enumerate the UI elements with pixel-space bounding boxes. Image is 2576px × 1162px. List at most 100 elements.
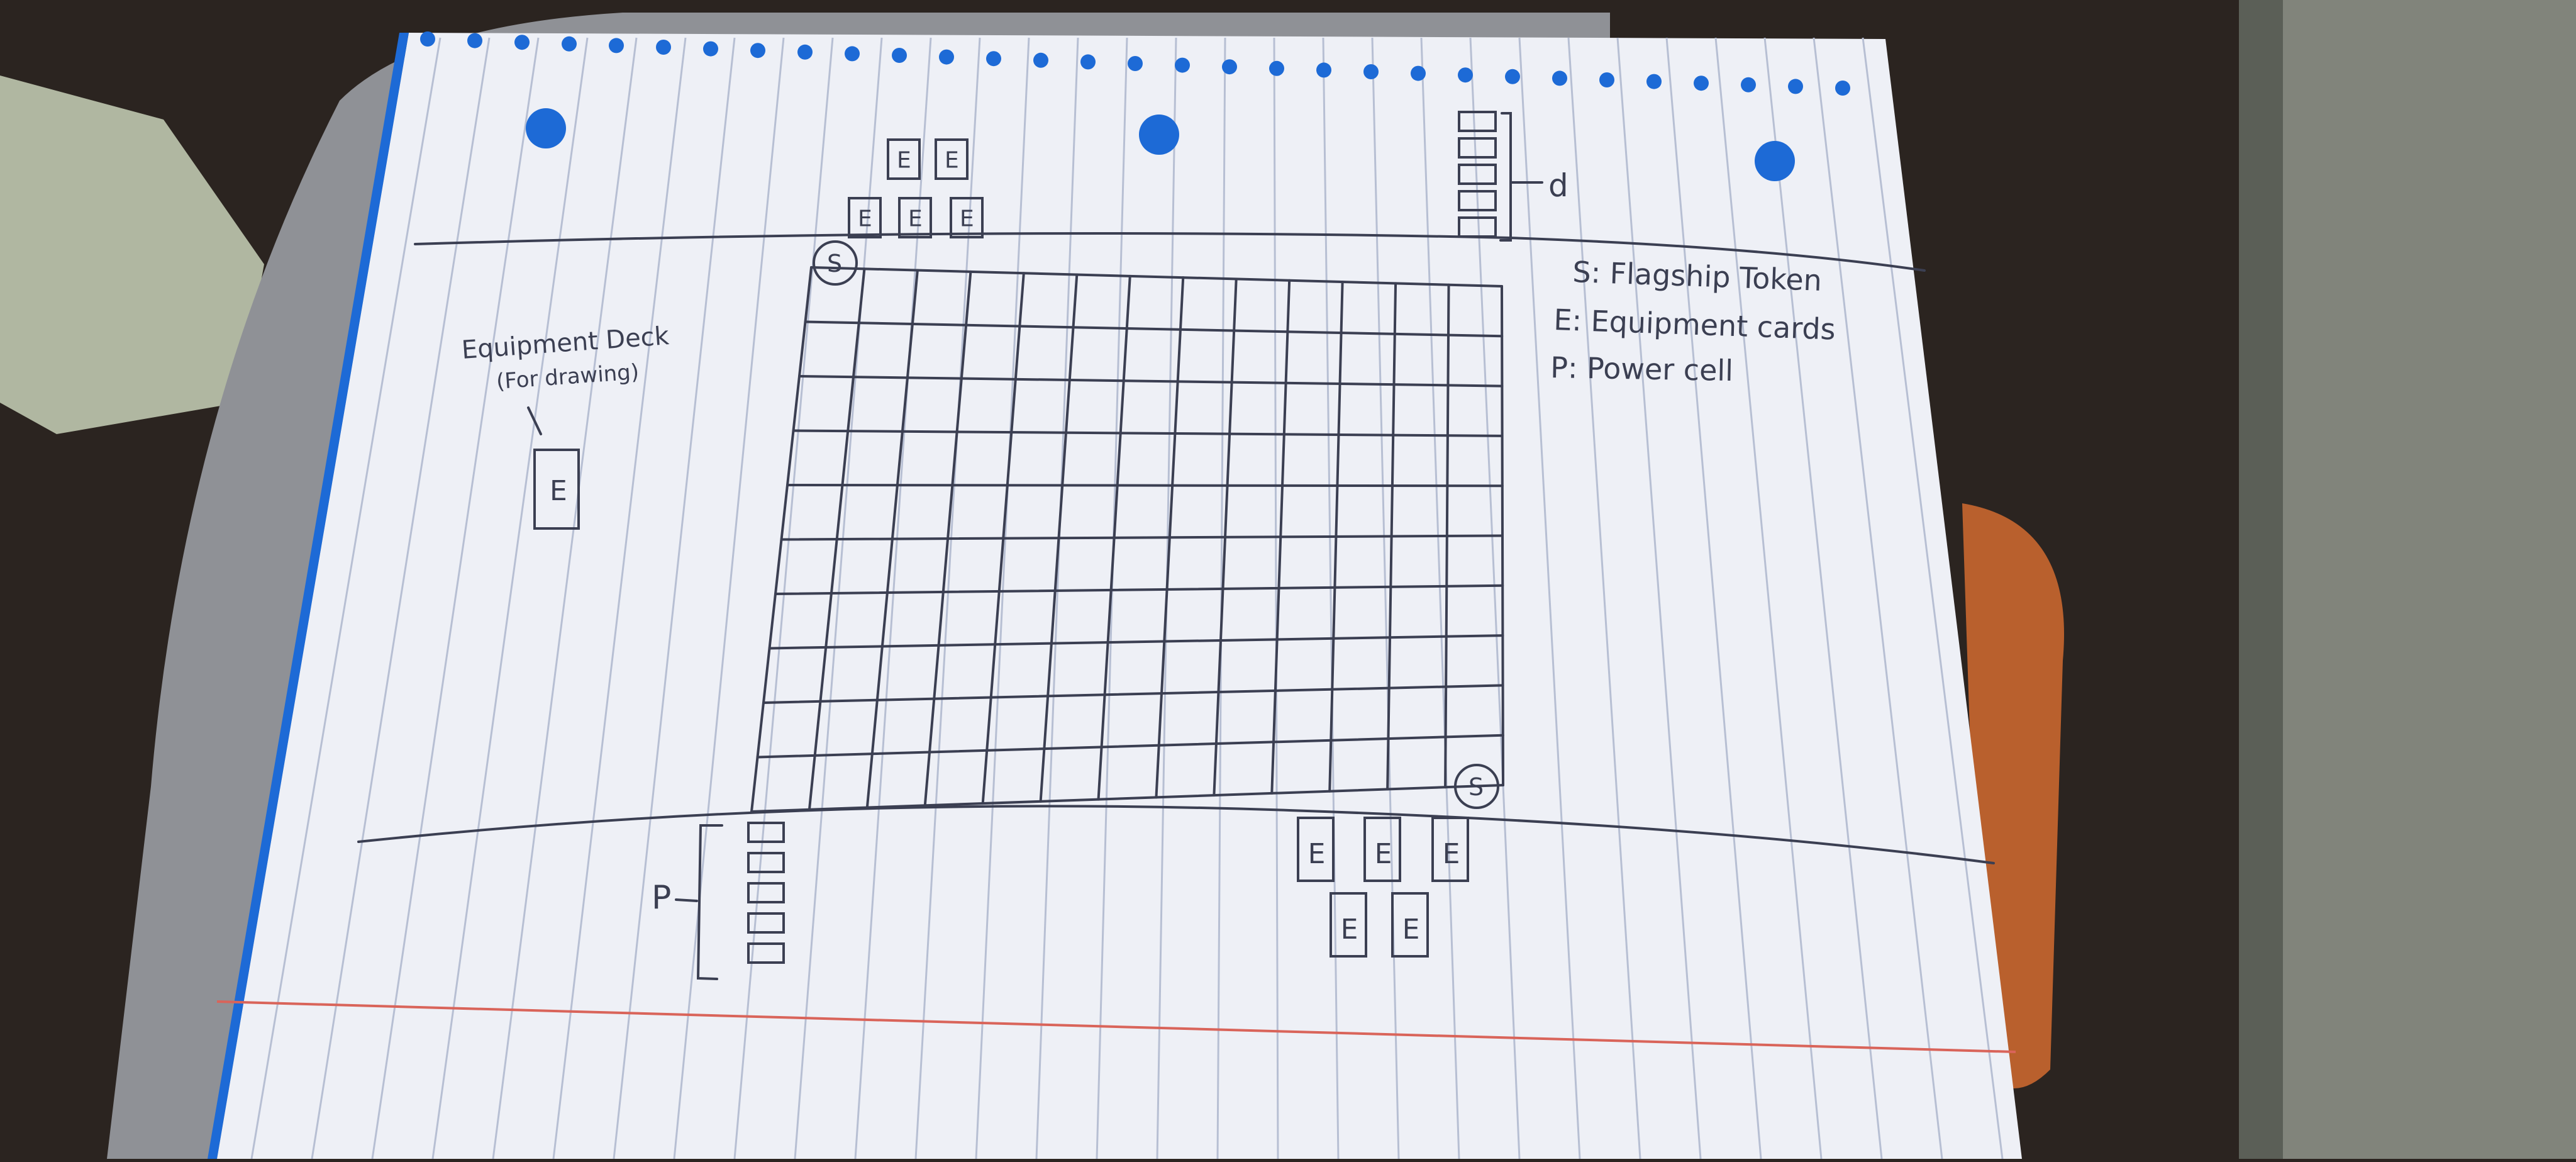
equipment-card xyxy=(1363,817,1401,882)
spiral-hole xyxy=(892,48,907,63)
ruled-line xyxy=(914,37,981,1159)
ruled-line xyxy=(1813,37,1943,1159)
grid-col-line xyxy=(865,269,919,809)
equipment-card xyxy=(1297,817,1335,882)
grid-col-line xyxy=(750,266,813,813)
deck-pointer xyxy=(527,406,542,435)
power-cell-box xyxy=(1458,111,1497,132)
spiral-hole xyxy=(986,51,1001,67)
spiral-hole xyxy=(1505,69,1520,84)
legend-power: P: Power cell xyxy=(1550,350,1734,388)
grid-row-line xyxy=(810,266,1503,288)
equipment-card-letter: E xyxy=(1402,913,1420,946)
spiral-hole xyxy=(467,33,482,48)
plastic-bag xyxy=(0,75,264,434)
ruled-line xyxy=(854,37,932,1159)
grid-row-line xyxy=(756,734,1504,759)
grid-row-line xyxy=(792,429,1504,437)
ruled-line xyxy=(1616,37,1702,1159)
top-stack-bracket xyxy=(1499,112,1512,242)
spiral-hole xyxy=(1788,79,1803,94)
power-cell-stacks xyxy=(747,111,1497,964)
spiral-hole xyxy=(1080,54,1096,70)
power-cell-box xyxy=(747,912,785,934)
ruled-line xyxy=(1371,37,1400,1159)
grid-row-line xyxy=(804,320,1504,338)
power-cell-box xyxy=(1458,164,1497,185)
spiral-holes xyxy=(420,31,1850,96)
equipment-card-letter: E xyxy=(1375,838,1392,870)
board-grid xyxy=(750,266,1504,813)
equipment-card xyxy=(848,197,882,238)
power-bracket xyxy=(696,824,723,980)
equipment-card-letter: E xyxy=(945,148,959,174)
spiral-hole xyxy=(1741,77,1756,92)
power-cell-box xyxy=(747,882,785,903)
side-table xyxy=(2239,0,2576,1159)
flagship-token-bottom xyxy=(1454,764,1499,809)
equipment-card xyxy=(935,138,969,180)
binder-hole-left xyxy=(526,108,566,148)
equipment-card xyxy=(887,138,921,180)
deck-card xyxy=(533,449,580,530)
ruled-line xyxy=(552,37,687,1159)
grid-row-line xyxy=(780,534,1504,541)
flagship-letter-bottom: S xyxy=(1468,773,1484,801)
power-cell-box xyxy=(1458,216,1497,238)
spiral-hole xyxy=(1458,67,1473,83)
spiral-hole xyxy=(1175,57,1190,73)
ruled-line xyxy=(1322,37,1340,1159)
ruled-line xyxy=(1420,37,1460,1159)
spiral-hole xyxy=(939,49,954,65)
grid-col-line xyxy=(981,272,1025,805)
power-cell-box xyxy=(1458,137,1497,159)
notebook-cover-edge xyxy=(208,33,409,1159)
ruled-line xyxy=(1763,37,1883,1159)
margin-line xyxy=(216,1000,2016,1053)
grid-row-line xyxy=(762,684,1504,704)
ruled-line xyxy=(794,37,883,1159)
ruled-line xyxy=(250,37,441,1159)
equipment-card-letter: E xyxy=(1341,913,1358,946)
spiral-hole xyxy=(845,46,860,62)
spiral-hole xyxy=(1363,64,1379,79)
top-divider-line xyxy=(414,232,1926,272)
ruled-lines xyxy=(250,37,2004,1159)
table-edge xyxy=(2283,0,2576,1159)
ruled-line xyxy=(1714,37,1823,1159)
equipment-card xyxy=(1431,817,1469,882)
ruled-line xyxy=(733,37,834,1159)
ruled-line xyxy=(1862,37,2004,1159)
grid-col-line xyxy=(1386,282,1397,791)
spiral-hole xyxy=(1599,72,1614,87)
power-cell-box xyxy=(747,942,785,964)
binder-hole-right xyxy=(1755,141,1795,181)
spiral-hole xyxy=(797,44,813,60)
grid-row-line xyxy=(750,784,1504,813)
equipment-card xyxy=(898,197,932,238)
spiral-hole xyxy=(514,35,530,50)
spiral-hole xyxy=(609,38,624,53)
grid-col-line xyxy=(1270,279,1291,795)
spiral-hole xyxy=(656,40,671,55)
equipment-card-letter: E xyxy=(1443,838,1460,870)
deck-card-letter: E xyxy=(550,475,567,507)
spiral-hole xyxy=(1222,59,1237,75)
grid-row-line xyxy=(786,484,1504,488)
ruled-line xyxy=(1096,37,1128,1159)
power-tick xyxy=(675,898,698,902)
ruled-line xyxy=(613,37,736,1159)
power-cell-box xyxy=(747,822,785,843)
grid-col-line xyxy=(1501,285,1504,786)
equipment-card xyxy=(950,197,984,238)
equipment-card xyxy=(1391,892,1429,958)
power-cell-box xyxy=(1458,190,1497,211)
binder-hole-middle xyxy=(1139,115,1179,155)
power-label: P xyxy=(652,879,671,917)
equipment-card-boxes xyxy=(848,138,1469,958)
pen-sketch xyxy=(357,111,1995,980)
spiral-hole xyxy=(1128,56,1143,71)
